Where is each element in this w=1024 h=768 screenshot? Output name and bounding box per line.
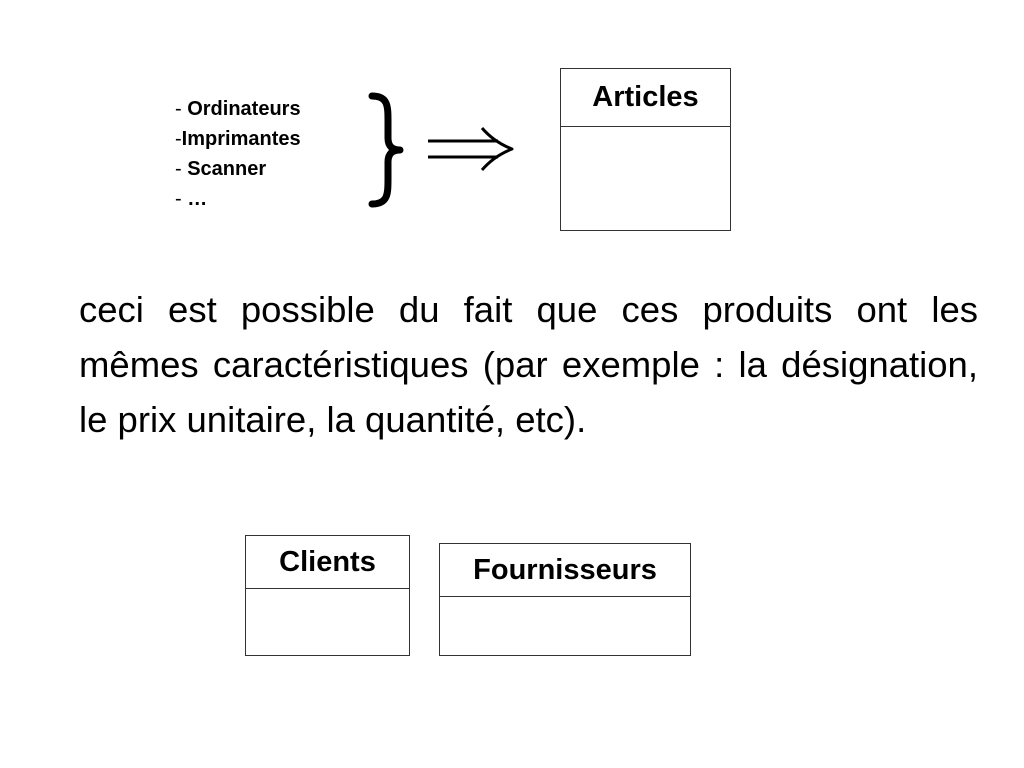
product-list-item: -Imprimantes	[175, 124, 301, 154]
product-list-item: - Ordinateurs	[175, 94, 301, 124]
articles-entity-box: Articles	[560, 68, 731, 231]
product-name: …	[187, 188, 208, 210]
product-list: - Ordinateurs -Imprimantes - Scanner - …	[175, 94, 301, 214]
product-name: Scanner	[187, 158, 267, 180]
clients-entity-box: Clients	[245, 535, 410, 656]
articles-entity-title: Articles	[561, 69, 730, 127]
right-curly-brace-icon	[368, 92, 404, 208]
fournisseurs-entity-title: Fournisseurs	[440, 544, 690, 597]
clients-entity-title: Clients	[246, 536, 409, 589]
product-list-item: - …	[175, 184, 301, 214]
list-dash: -	[175, 158, 188, 180]
implies-arrow-icon	[428, 127, 514, 171]
explanation-text: ceci est possible du fait que ces produi…	[79, 289, 978, 440]
product-list-item: - Scanner	[175, 154, 301, 184]
product-name: Imprimantes	[181, 128, 301, 150]
list-dash: -	[175, 98, 188, 120]
product-name: Ordinateurs	[187, 98, 301, 120]
list-dash: -	[175, 128, 182, 150]
fournisseurs-entity-box: Fournisseurs	[439, 543, 691, 656]
list-dash: -	[175, 188, 188, 210]
